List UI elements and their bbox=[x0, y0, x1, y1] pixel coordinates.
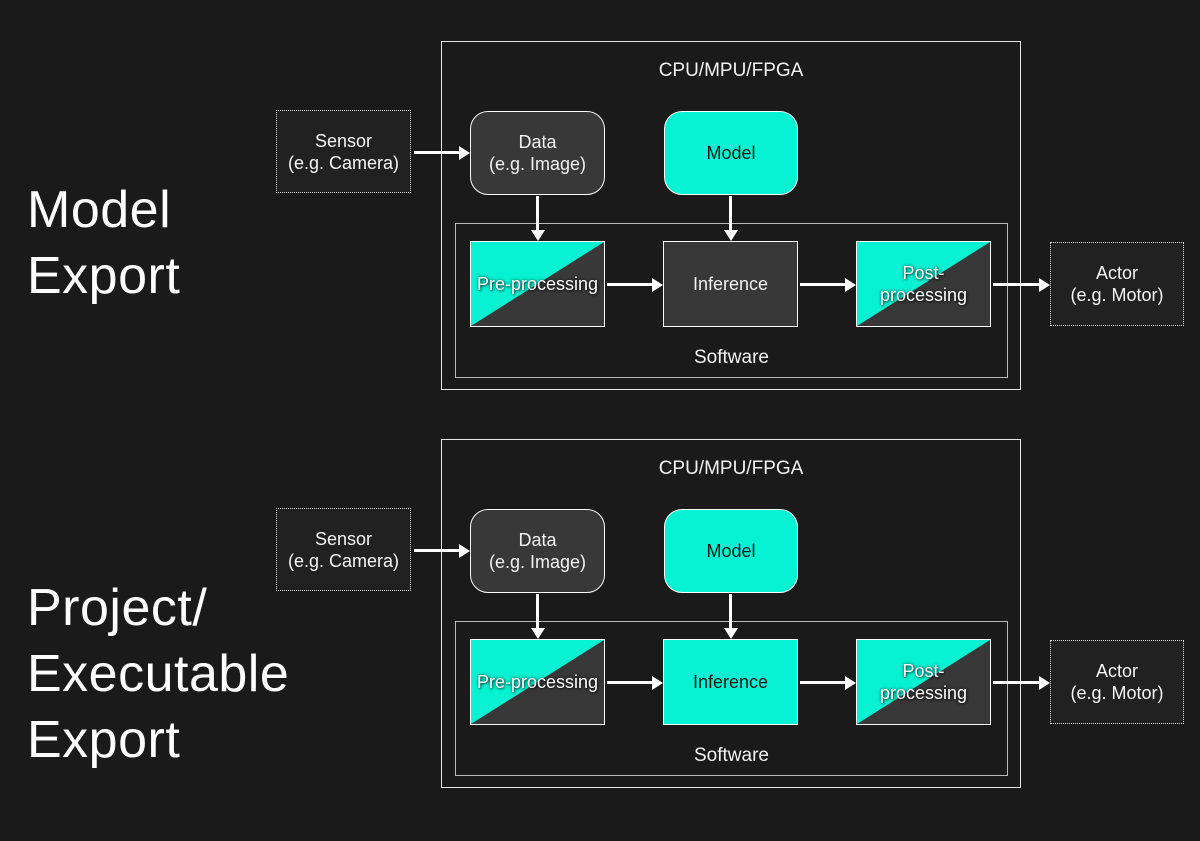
arrow-inference-to-postprocessing bbox=[800, 675, 856, 690]
software-label: Software bbox=[694, 347, 769, 368]
title-line: Export bbox=[27, 246, 181, 305]
arrow-postprocessing-to-actor bbox=[993, 277, 1050, 292]
project-executable-export-diagram: Project/ Executable Export CPU/MPU/FPGA … bbox=[0, 398, 1200, 841]
data-label-line1: Data bbox=[518, 132, 557, 152]
model-box: Model bbox=[664, 111, 798, 195]
actor-label-line1: Actor bbox=[1095, 661, 1138, 681]
arrow-inference-to-postprocessing bbox=[800, 277, 856, 292]
post-processing-box: Post- processing bbox=[856, 639, 991, 725]
sensor-label-line1: Sensor bbox=[314, 528, 373, 549]
arrow-model-to-inference bbox=[723, 196, 738, 241]
inference-label: Inference bbox=[692, 672, 769, 692]
inference-label: Inference bbox=[692, 274, 769, 294]
arrow-sensor-to-data bbox=[414, 145, 470, 160]
actor-box: Actor (e.g. Motor) bbox=[1050, 640, 1184, 724]
cpu-label: CPU/MPU/FPGA bbox=[658, 60, 804, 81]
data-box: Data (e.g. Image) bbox=[470, 111, 605, 195]
actor-label-line1: Actor bbox=[1095, 263, 1138, 283]
title-line: Project/ bbox=[27, 578, 208, 637]
actor-label-line2: (e.g. Motor) bbox=[1070, 285, 1164, 305]
pre-processing-label: Pre-processing bbox=[476, 672, 599, 692]
arrow-postprocessing-to-actor bbox=[993, 675, 1050, 690]
data-label-line2: (e.g. Image) bbox=[488, 154, 587, 174]
arrow-preprocessing-to-inference bbox=[607, 277, 663, 292]
post-processing-label-line2: processing bbox=[879, 285, 968, 305]
model-label: Model bbox=[706, 143, 756, 163]
data-box: Data (e.g. Image) bbox=[470, 509, 605, 593]
sensor-label-line1: Sensor bbox=[314, 130, 373, 151]
title-line: Export bbox=[27, 710, 181, 769]
sensor-box: Sensor (e.g. Camera) bbox=[276, 110, 411, 193]
post-processing-label-line2: processing bbox=[879, 683, 968, 703]
inference-box: Inference bbox=[663, 241, 798, 327]
model-export-diagram: Model Export CPU/MPU/FPGA Software Senso… bbox=[0, 0, 1200, 420]
model-label: Model bbox=[706, 541, 756, 561]
data-label-line1: Data bbox=[518, 530, 557, 550]
software-label: Software bbox=[694, 745, 769, 766]
actor-box: Actor (e.g. Motor) bbox=[1050, 242, 1184, 326]
arrow-data-to-preprocessing bbox=[530, 196, 545, 241]
arrow-sensor-to-data bbox=[414, 543, 470, 558]
sensor-box: Sensor (e.g. Camera) bbox=[276, 508, 411, 591]
arrow-data-to-preprocessing bbox=[530, 594, 545, 639]
arrow-preprocessing-to-inference bbox=[607, 675, 663, 690]
panel-title-project-executable-export: Project/ Executable Export bbox=[27, 575, 289, 773]
pre-processing-label: Pre-processing bbox=[476, 274, 599, 294]
post-processing-label-line1: Post- bbox=[902, 661, 945, 681]
cpu-label: CPU/MPU/FPGA bbox=[658, 458, 804, 479]
sensor-label-line2: (e.g. Camera) bbox=[287, 550, 400, 571]
sensor-label-line2: (e.g. Camera) bbox=[287, 152, 400, 173]
title-line: Executable bbox=[27, 644, 290, 703]
cpu-container-box bbox=[441, 41, 1021, 390]
inference-box: Inference bbox=[663, 639, 798, 725]
arrow-model-to-inference bbox=[723, 594, 738, 639]
panel-title-model-export: Model Export bbox=[27, 177, 180, 309]
data-label-line2: (e.g. Image) bbox=[488, 552, 587, 572]
pre-processing-box: Pre-processing bbox=[470, 639, 605, 725]
cpu-container-box bbox=[441, 439, 1021, 788]
pre-processing-box: Pre-processing bbox=[470, 241, 605, 327]
title-line: Model bbox=[27, 180, 172, 239]
actor-label-line2: (e.g. Motor) bbox=[1070, 683, 1164, 703]
post-processing-box: Post- processing bbox=[856, 241, 991, 327]
post-processing-label-line1: Post- bbox=[902, 263, 945, 283]
model-box: Model bbox=[664, 509, 798, 593]
